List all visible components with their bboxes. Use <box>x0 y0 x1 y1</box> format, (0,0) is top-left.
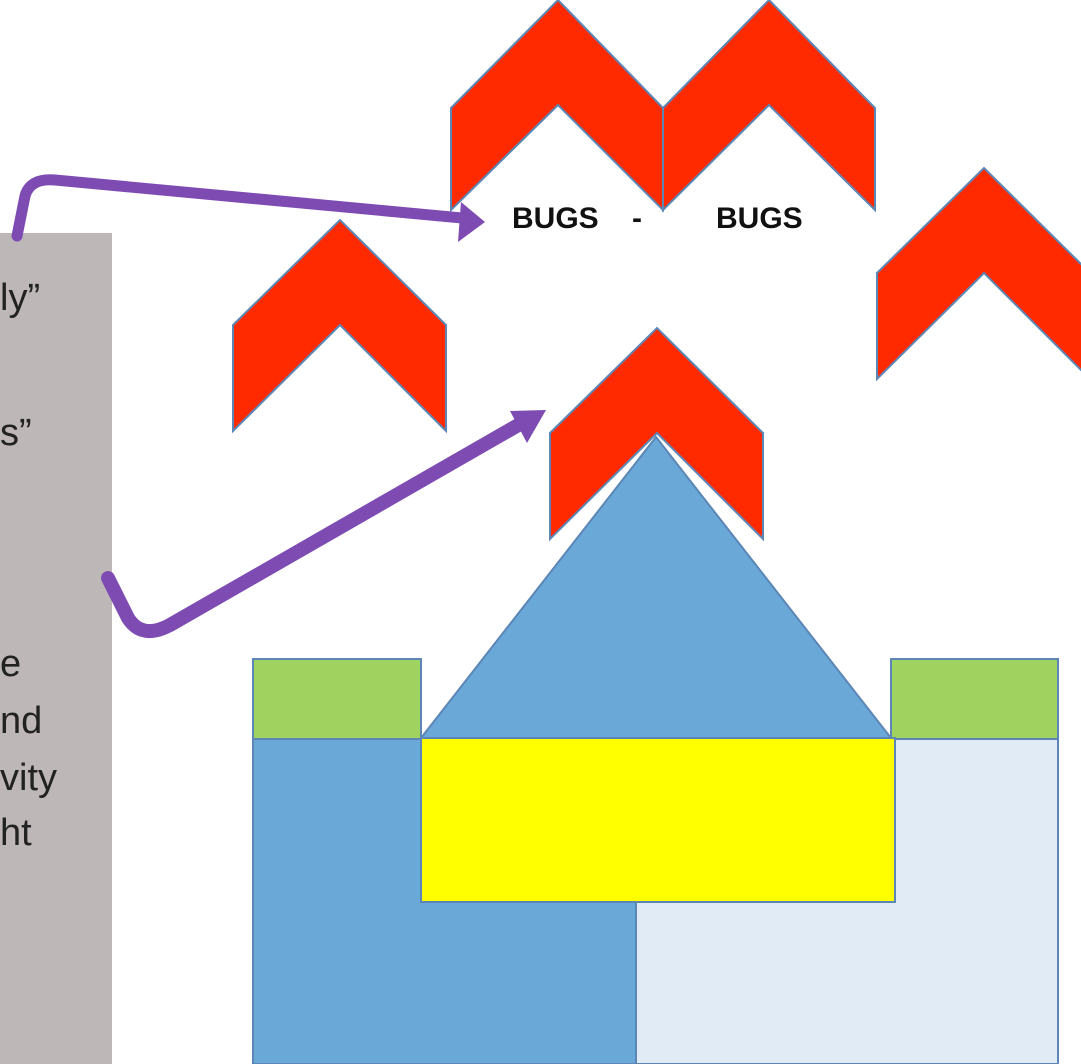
yellow-band <box>420 737 896 903</box>
panel-text-line-6: ht <box>0 812 32 854</box>
bugs-label-left: BUGS <box>512 202 599 235</box>
blue-triangle-roof <box>418 435 894 739</box>
panel-text-line-2: s” <box>0 412 32 454</box>
purple-arrow-head <box>510 410 546 443</box>
red-chevron-icon <box>876 166 1081 382</box>
panel-text-line-1: ly” <box>0 277 40 319</box>
red-chevron-icon <box>662 0 876 213</box>
green-battlement-left <box>252 658 422 740</box>
purple-arrow-head <box>458 202 485 242</box>
gray-text-panel <box>0 233 112 1064</box>
red-chevron-icon <box>549 326 764 542</box>
panel-text-line-4: nd <box>0 700 42 742</box>
green-battlement-right <box>890 658 1059 740</box>
purple-arrow-icon <box>11 174 468 242</box>
panel-text-line-3: e <box>0 643 21 685</box>
red-chevron-icon <box>232 218 447 434</box>
red-chevron-icon <box>450 0 664 213</box>
purple-arrow-icon <box>101 417 527 639</box>
bugs-label-right: BUGS <box>716 202 803 235</box>
panel-text-line-5: vity <box>0 757 57 799</box>
bugs-label-dash: - <box>632 202 642 235</box>
